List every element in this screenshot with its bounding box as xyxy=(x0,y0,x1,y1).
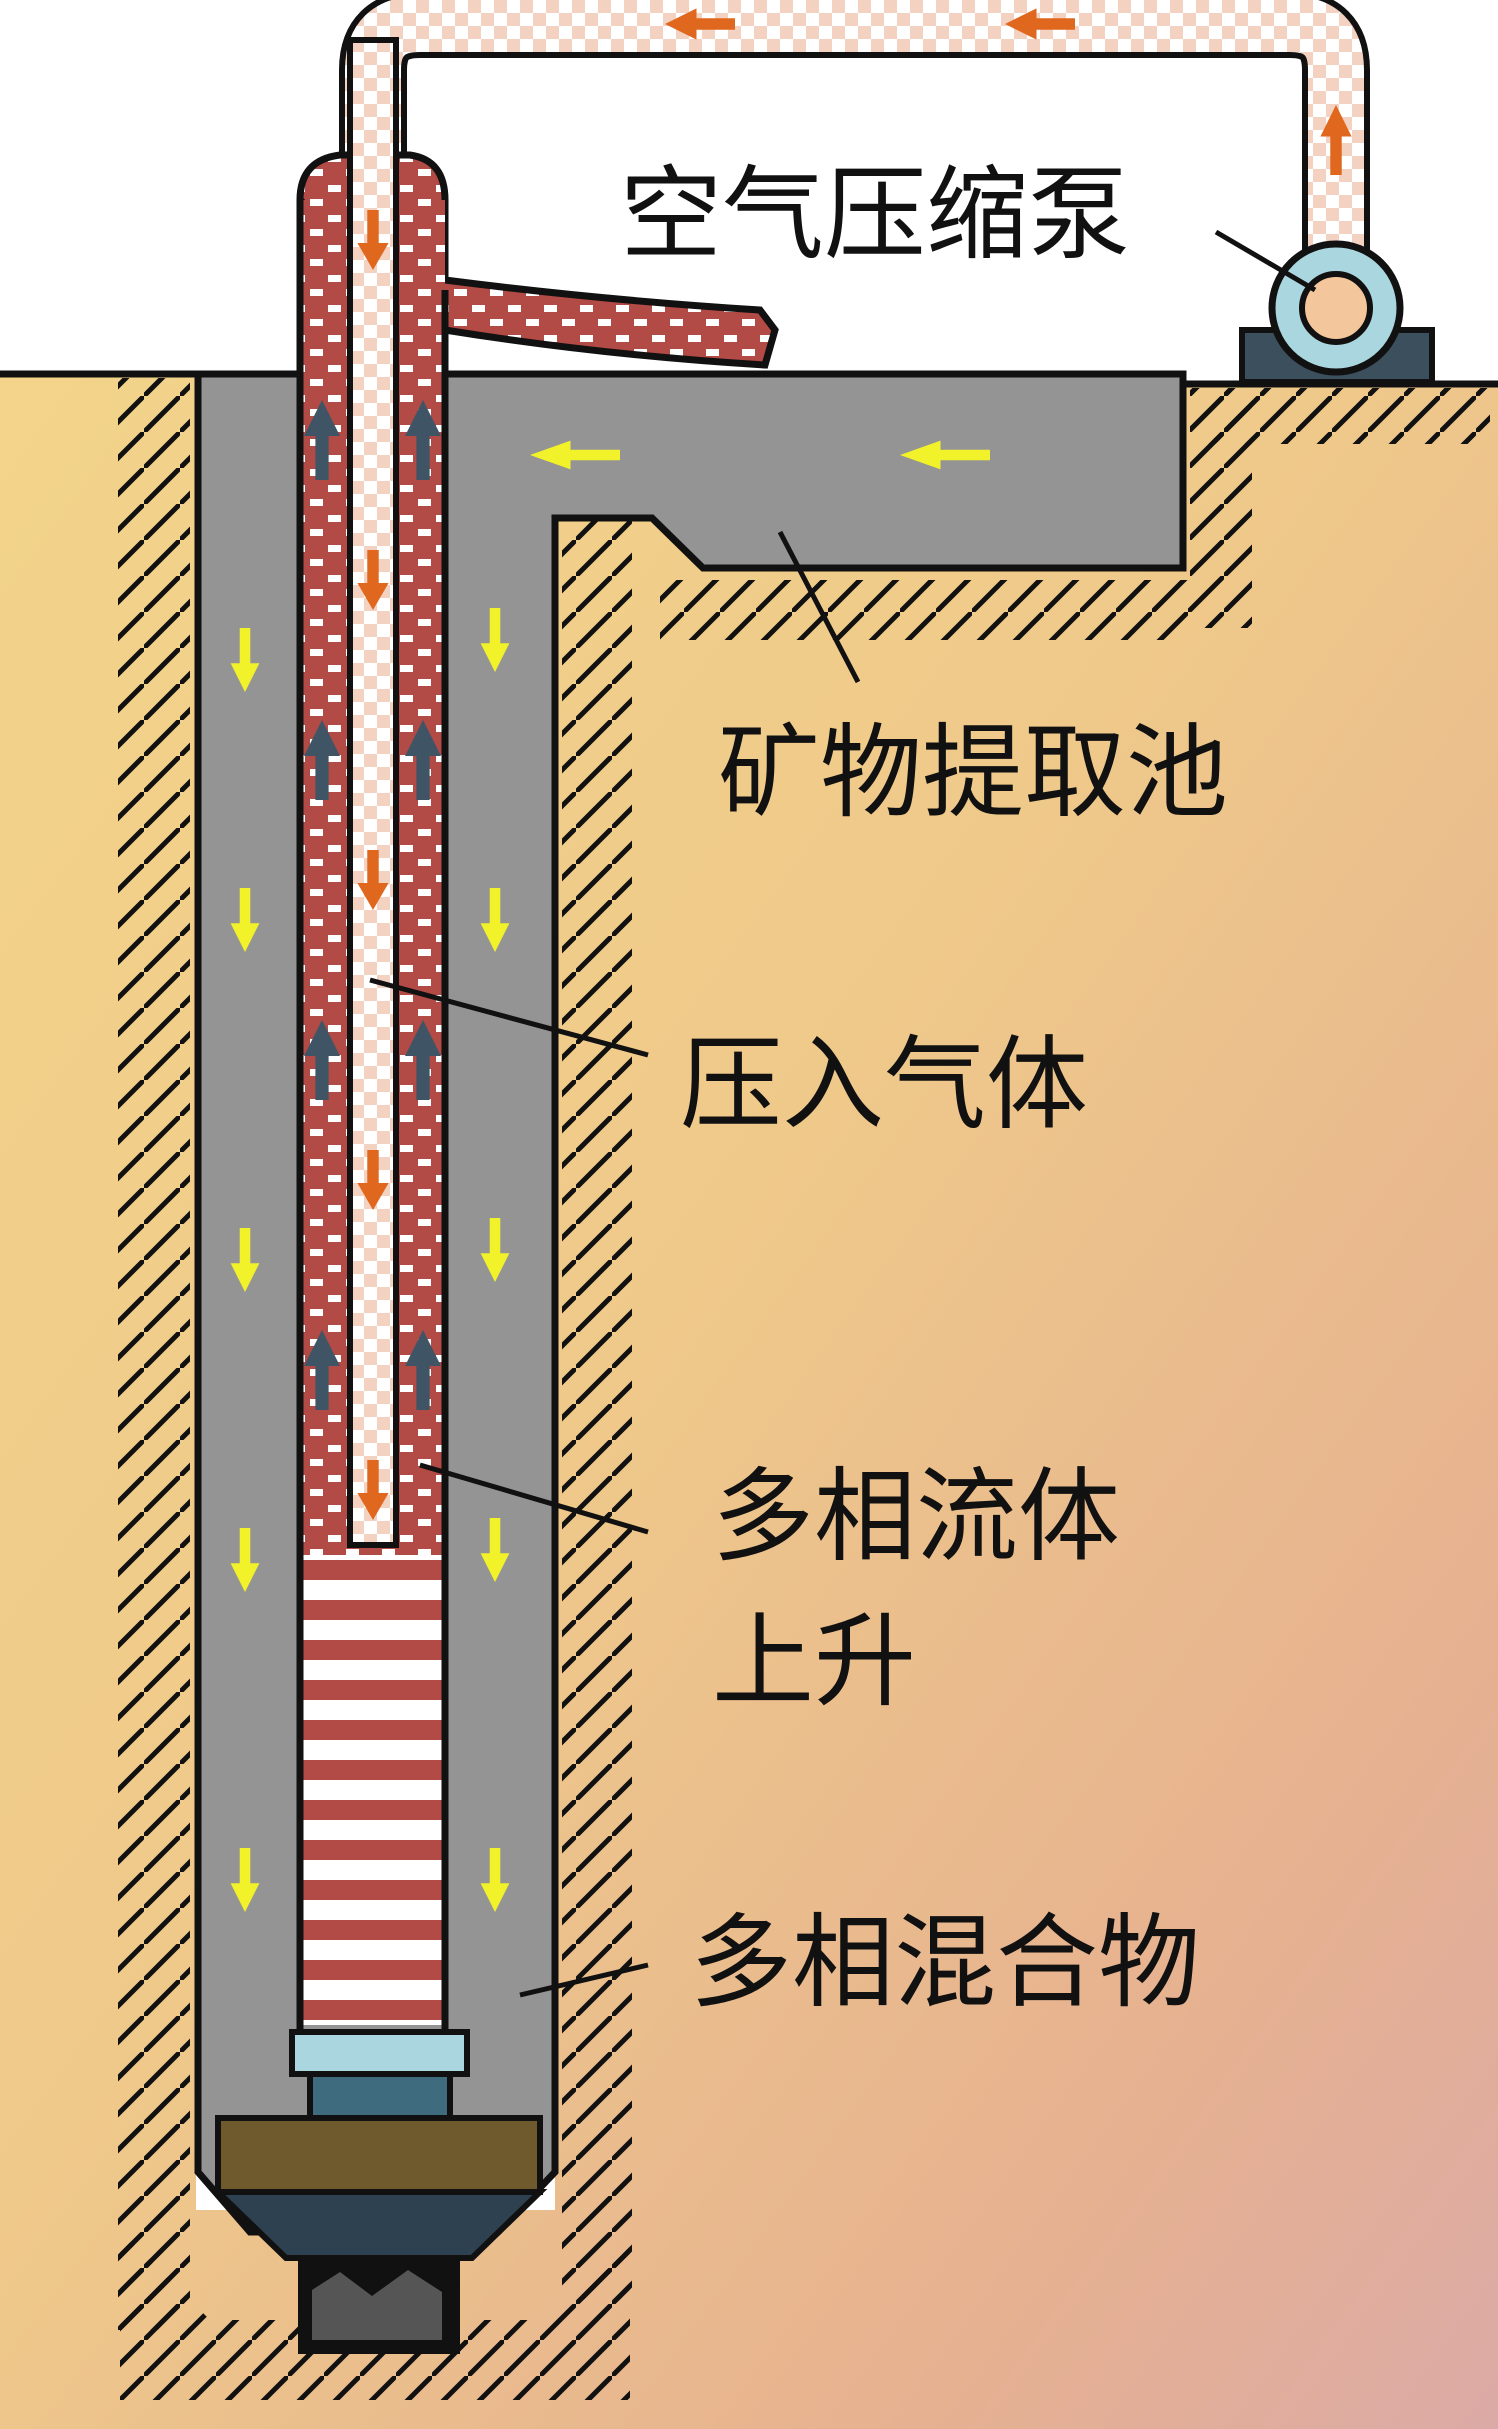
down-arrow-icon xyxy=(480,1218,510,1282)
down-arrow-icon xyxy=(230,628,260,692)
left-arrow-icon xyxy=(1005,8,1075,40)
up-arrow-icon xyxy=(304,720,340,800)
label-multiphase-rise-1: 多相流体 xyxy=(712,1458,1120,1577)
label-multiphase-rise-2: 上升 xyxy=(712,1603,916,1722)
up-arrow-icon xyxy=(405,1020,441,1100)
down-arrow-icon xyxy=(230,1848,260,1912)
flow-arrows xyxy=(230,8,1352,1912)
down-arrow-icon xyxy=(230,888,260,952)
left-arrow-icon xyxy=(530,440,620,470)
left-arrow-icon xyxy=(900,440,990,470)
left-arrow-icon xyxy=(665,8,735,40)
up-arrow-icon xyxy=(1320,105,1352,175)
air-compressor-icon xyxy=(1239,240,1435,385)
down-arrow-icon xyxy=(480,1518,510,1582)
label-multiphase-mixture: 多相混合物 xyxy=(690,1904,1200,2023)
up-arrow-icon xyxy=(304,400,340,480)
down-arrow-icon xyxy=(357,210,389,270)
air-tube xyxy=(347,37,399,1548)
soil xyxy=(0,372,1498,2429)
down-arrow-icon xyxy=(357,1460,389,1520)
down-arrow-icon xyxy=(357,1150,389,1210)
label-compressed-gas: 压入气体 xyxy=(680,1026,1088,1145)
soil-hatching xyxy=(118,378,1490,2400)
down-arrow-icon xyxy=(357,850,389,910)
down-arrow-icon xyxy=(230,1228,260,1292)
label-air-compressor: 空气压缩泵 xyxy=(620,156,1130,275)
label-mineral-pool: 矿物提取池 xyxy=(718,714,1228,833)
up-arrow-icon xyxy=(304,1020,340,1100)
down-arrow-icon xyxy=(230,1528,260,1592)
up-arrow-icon xyxy=(405,400,441,480)
up-arrow-icon xyxy=(405,720,441,800)
down-arrow-icon xyxy=(480,1848,510,1912)
down-arrow-icon xyxy=(357,550,389,610)
leader-lines xyxy=(369,229,1317,1998)
down-arrow-icon xyxy=(480,888,510,952)
down-arrow-icon xyxy=(480,608,510,672)
lift-foot xyxy=(210,2029,548,2354)
up-arrow-icon xyxy=(405,1330,441,1410)
up-arrow-icon xyxy=(304,1330,340,1410)
